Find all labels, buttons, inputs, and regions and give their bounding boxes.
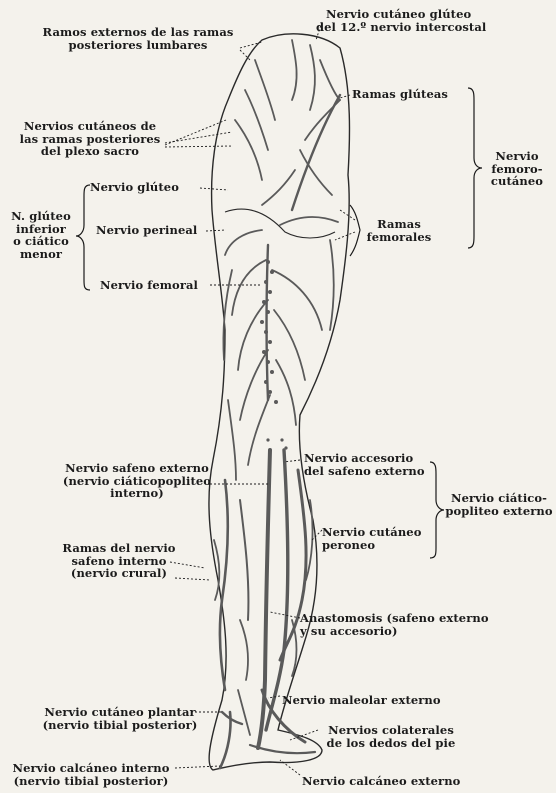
label-nervio-femorocutaneo: Nervio femoro- cutáneo: [484, 150, 550, 188]
label-nervio-safeno-externo: Nervio safeno externo (nervio ciáticopop…: [52, 462, 222, 500]
gluteal-fold: [225, 209, 335, 238]
label-line: Nervio ciático-: [444, 492, 554, 505]
bracket-ciatico: [430, 462, 444, 558]
label-line: peroneo: [322, 539, 422, 552]
label-line: Nervio maleolar externo: [282, 693, 441, 707]
label-line: Nervio calcáneo interno: [6, 762, 176, 775]
label-nervio-maleolar: Nervio maleolar externo: [282, 694, 441, 707]
label-n-gluteo-inferior: N. glúteo inferior o ciático menor: [4, 210, 78, 260]
femorocutaneo-trunk: [292, 95, 340, 210]
label-nervios-cutaneos-sacro: Nervios cutáneos de las ramas posteriore…: [10, 120, 170, 158]
label-line: Nervios colaterales: [316, 724, 466, 737]
label-line: N. glúteo: [4, 210, 78, 223]
label-nervio-femoral: Nervio femoral: [100, 279, 198, 292]
label-line: cutáneo: [484, 175, 550, 188]
label-line: Ramos externos de las ramas: [28, 26, 248, 39]
label-line: Ramas: [364, 218, 434, 231]
femoral-trunk: [267, 245, 269, 400]
label-nervio-cutaneo-peroneo: Nervio cutáneo peroneo: [322, 526, 422, 551]
label-line: de los dedos del pie: [316, 737, 466, 750]
label-ramas-gluteas: Ramas glúteas: [352, 88, 448, 101]
label-line: Nervio accesorio: [304, 452, 425, 465]
label-line: Nervio safeno externo: [52, 462, 222, 475]
label-line: del 12.º nervio intercostal: [316, 21, 546, 34]
label-line: y su accesorio): [300, 625, 489, 638]
label-line: interno): [52, 487, 222, 500]
bracket-ramas-femorales: [350, 205, 360, 256]
nerve-trunks: [220, 95, 340, 768]
label-nervio-calcaneo-externo: Nervio calcáneo externo: [302, 775, 460, 788]
label-line: Nervio: [484, 150, 550, 163]
label-ramos-externos: Ramos externos de las ramas posteriores …: [28, 26, 248, 51]
label-line: Nervio perineal: [96, 223, 197, 237]
label-line: Nervio femoral: [100, 278, 198, 292]
bracket-gluteo-inferior: [76, 185, 90, 290]
label-nervio-cutaneo-plantar: Nervio cutáneo plantar (nervio tibial po…: [36, 706, 204, 731]
label-line: Nervio cutáneo plantar: [36, 706, 204, 719]
label-line: Nervio cutáneo glúteo: [316, 8, 546, 21]
label-line: posteriores lumbares: [28, 39, 248, 52]
label-line: femorales: [364, 231, 434, 244]
cutaneo-plantar: [222, 712, 242, 724]
label-line: Nervio calcáneo externo: [302, 774, 460, 788]
label-line: menor: [4, 248, 78, 261]
leader-lines: [165, 22, 355, 775]
label-line: Ramas glúteas: [352, 87, 448, 101]
label-line: Nervio glúteo: [90, 180, 179, 194]
label-line: (nervio crural): [54, 567, 184, 580]
label-ramas-safeno-interno: Ramas del nervio safeno interno (nervio …: [54, 542, 184, 580]
label-line: Nervios cutáneos de: [10, 120, 170, 133]
label-ciatico-popliteo-externo: Nervio ciático- popliteo externo: [444, 492, 554, 517]
label-line: Anastomosis (safeno externo: [300, 612, 489, 625]
label-nervio-gluteo: Nervio glúteo: [90, 181, 179, 194]
label-nervio-accesorio: Nervio accesorio del safeno externo: [304, 452, 425, 477]
label-line: (nervio tibial posterior): [36, 719, 204, 732]
label-anastomosis: Anastomosis (safeno externo y su accesor…: [300, 612, 489, 637]
label-line: popliteo externo: [444, 505, 554, 518]
label-nervio-calcaneo-interno: Nervio calcáneo interno (nervio tibial p…: [6, 762, 176, 787]
label-line: (nervio tibial posterior): [6, 775, 176, 788]
label-nervio-cutaneo-gluteo: Nervio cutáneo glúteo del 12.º nervio in…: [316, 8, 546, 33]
label-line: Nervio cutáneo: [322, 526, 422, 539]
safeno-interno-branch-2: [240, 500, 248, 620]
bracket-femorocutaneo: [468, 88, 482, 248]
label-ramas-femorales: Ramas femorales: [364, 218, 434, 243]
label-nervios-colaterales: Nervios colaterales de los dedos del pie: [316, 724, 466, 749]
label-line: del plexo sacro: [10, 145, 170, 158]
label-nervio-perineal: Nervio perineal: [96, 224, 197, 237]
label-line: o ciático: [4, 235, 78, 248]
label-line: del safeno externo: [304, 465, 425, 478]
label-line: Ramas del nervio: [54, 542, 184, 555]
calcaneo-interno: [220, 712, 231, 768]
